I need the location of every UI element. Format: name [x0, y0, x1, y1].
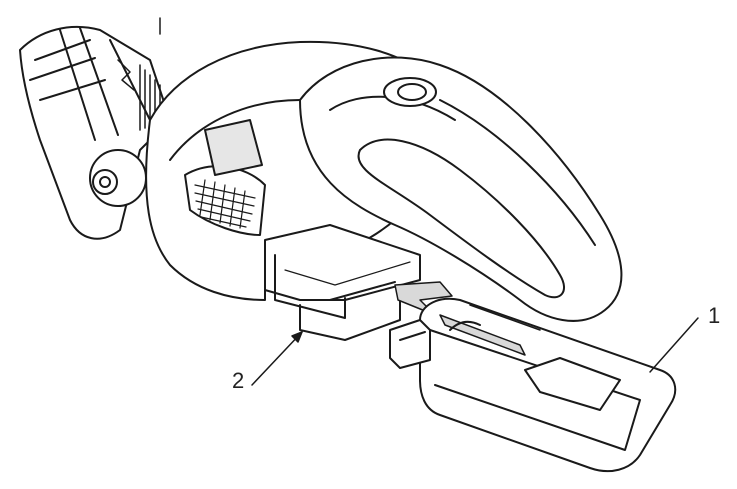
callout-label-2: 2: [232, 368, 245, 393]
pivot-knob: [89, 149, 147, 207]
battery-cartridge: [389, 297, 677, 473]
battery-slot: [264, 224, 421, 341]
trigger-switch: [383, 77, 437, 107]
rear-handle: [299, 56, 623, 322]
callout-leader-2: [251, 331, 303, 386]
blade-teeth: [117, 17, 161, 131]
air-vent-grille: [184, 119, 266, 236]
insert-direction-arrow: [394, 281, 453, 316]
battery-rails: [439, 304, 541, 356]
callout-leader-1: [649, 317, 699, 373]
blade-guard: [19, 26, 171, 240]
callout-label-1: 1: [708, 303, 721, 328]
battery-latch: [389, 319, 431, 369]
